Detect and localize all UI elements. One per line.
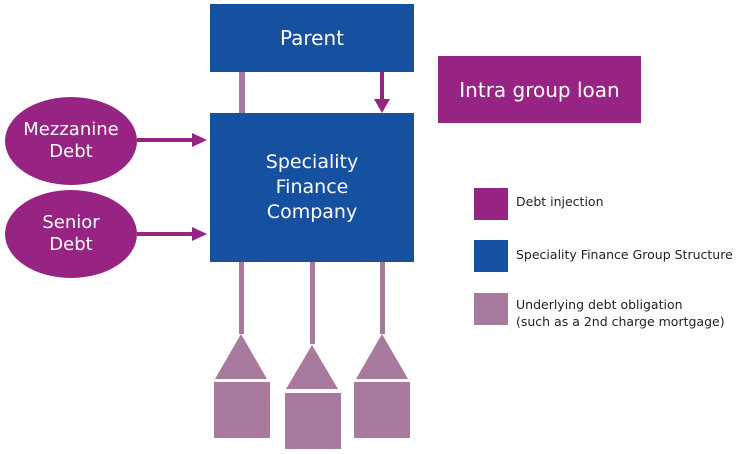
parent-company-link [239, 72, 245, 113]
intra-group-loan-label: Intra group loan [459, 77, 620, 102]
asset-2-link [310, 262, 315, 344]
asset-3-roof [356, 334, 408, 379]
intra-loan-arrow-head [374, 99, 390, 113]
intra-loan-arrow-shaft [380, 72, 384, 100]
senior-arrow-head [192, 227, 207, 241]
asset-1-link [239, 262, 244, 334]
senior-arrow-shaft [137, 232, 193, 236]
senior-debt-node: Senior Debt [5, 190, 137, 278]
parent-label: Parent [279, 26, 345, 50]
asset-1-body [214, 382, 270, 438]
asset-2-body [285, 393, 341, 449]
legend-label: Debt injection [516, 194, 604, 209]
mezzanine-label: Mezzanine Debt [23, 119, 119, 162]
mezzanine-debt-node: Mezzanine Debt [5, 97, 137, 185]
senior-label: Senior Debt [42, 212, 100, 255]
legend-swatch [474, 188, 508, 220]
intra-group-loan-node: Intra group loan [438, 56, 641, 123]
legend-label: Speciality Finance Group Structure [516, 247, 733, 262]
legend-item-underlying-obligation: Underlying debt obligation (such as a 2n… [474, 293, 725, 331]
parent-node: Parent [210, 4, 414, 72]
legend-item-debt-injection: Debt injection [474, 188, 604, 220]
legend-swatch [474, 293, 508, 325]
legend-label: Underlying debt obligation (such as a 2n… [516, 297, 725, 329]
legend-swatch [474, 240, 508, 272]
asset-3-link [380, 262, 385, 334]
speciality-finance-company-node: Speciality Finance Company [210, 113, 414, 262]
asset-3-body [354, 382, 410, 438]
mezzanine-arrow-shaft [137, 138, 193, 142]
asset-1-roof [215, 334, 267, 379]
legend-item-group-structure: Speciality Finance Group Structure [474, 240, 733, 272]
mezzanine-arrow-head [192, 133, 207, 147]
asset-2-roof [286, 345, 338, 389]
company-label: Speciality Finance Company [265, 151, 359, 223]
